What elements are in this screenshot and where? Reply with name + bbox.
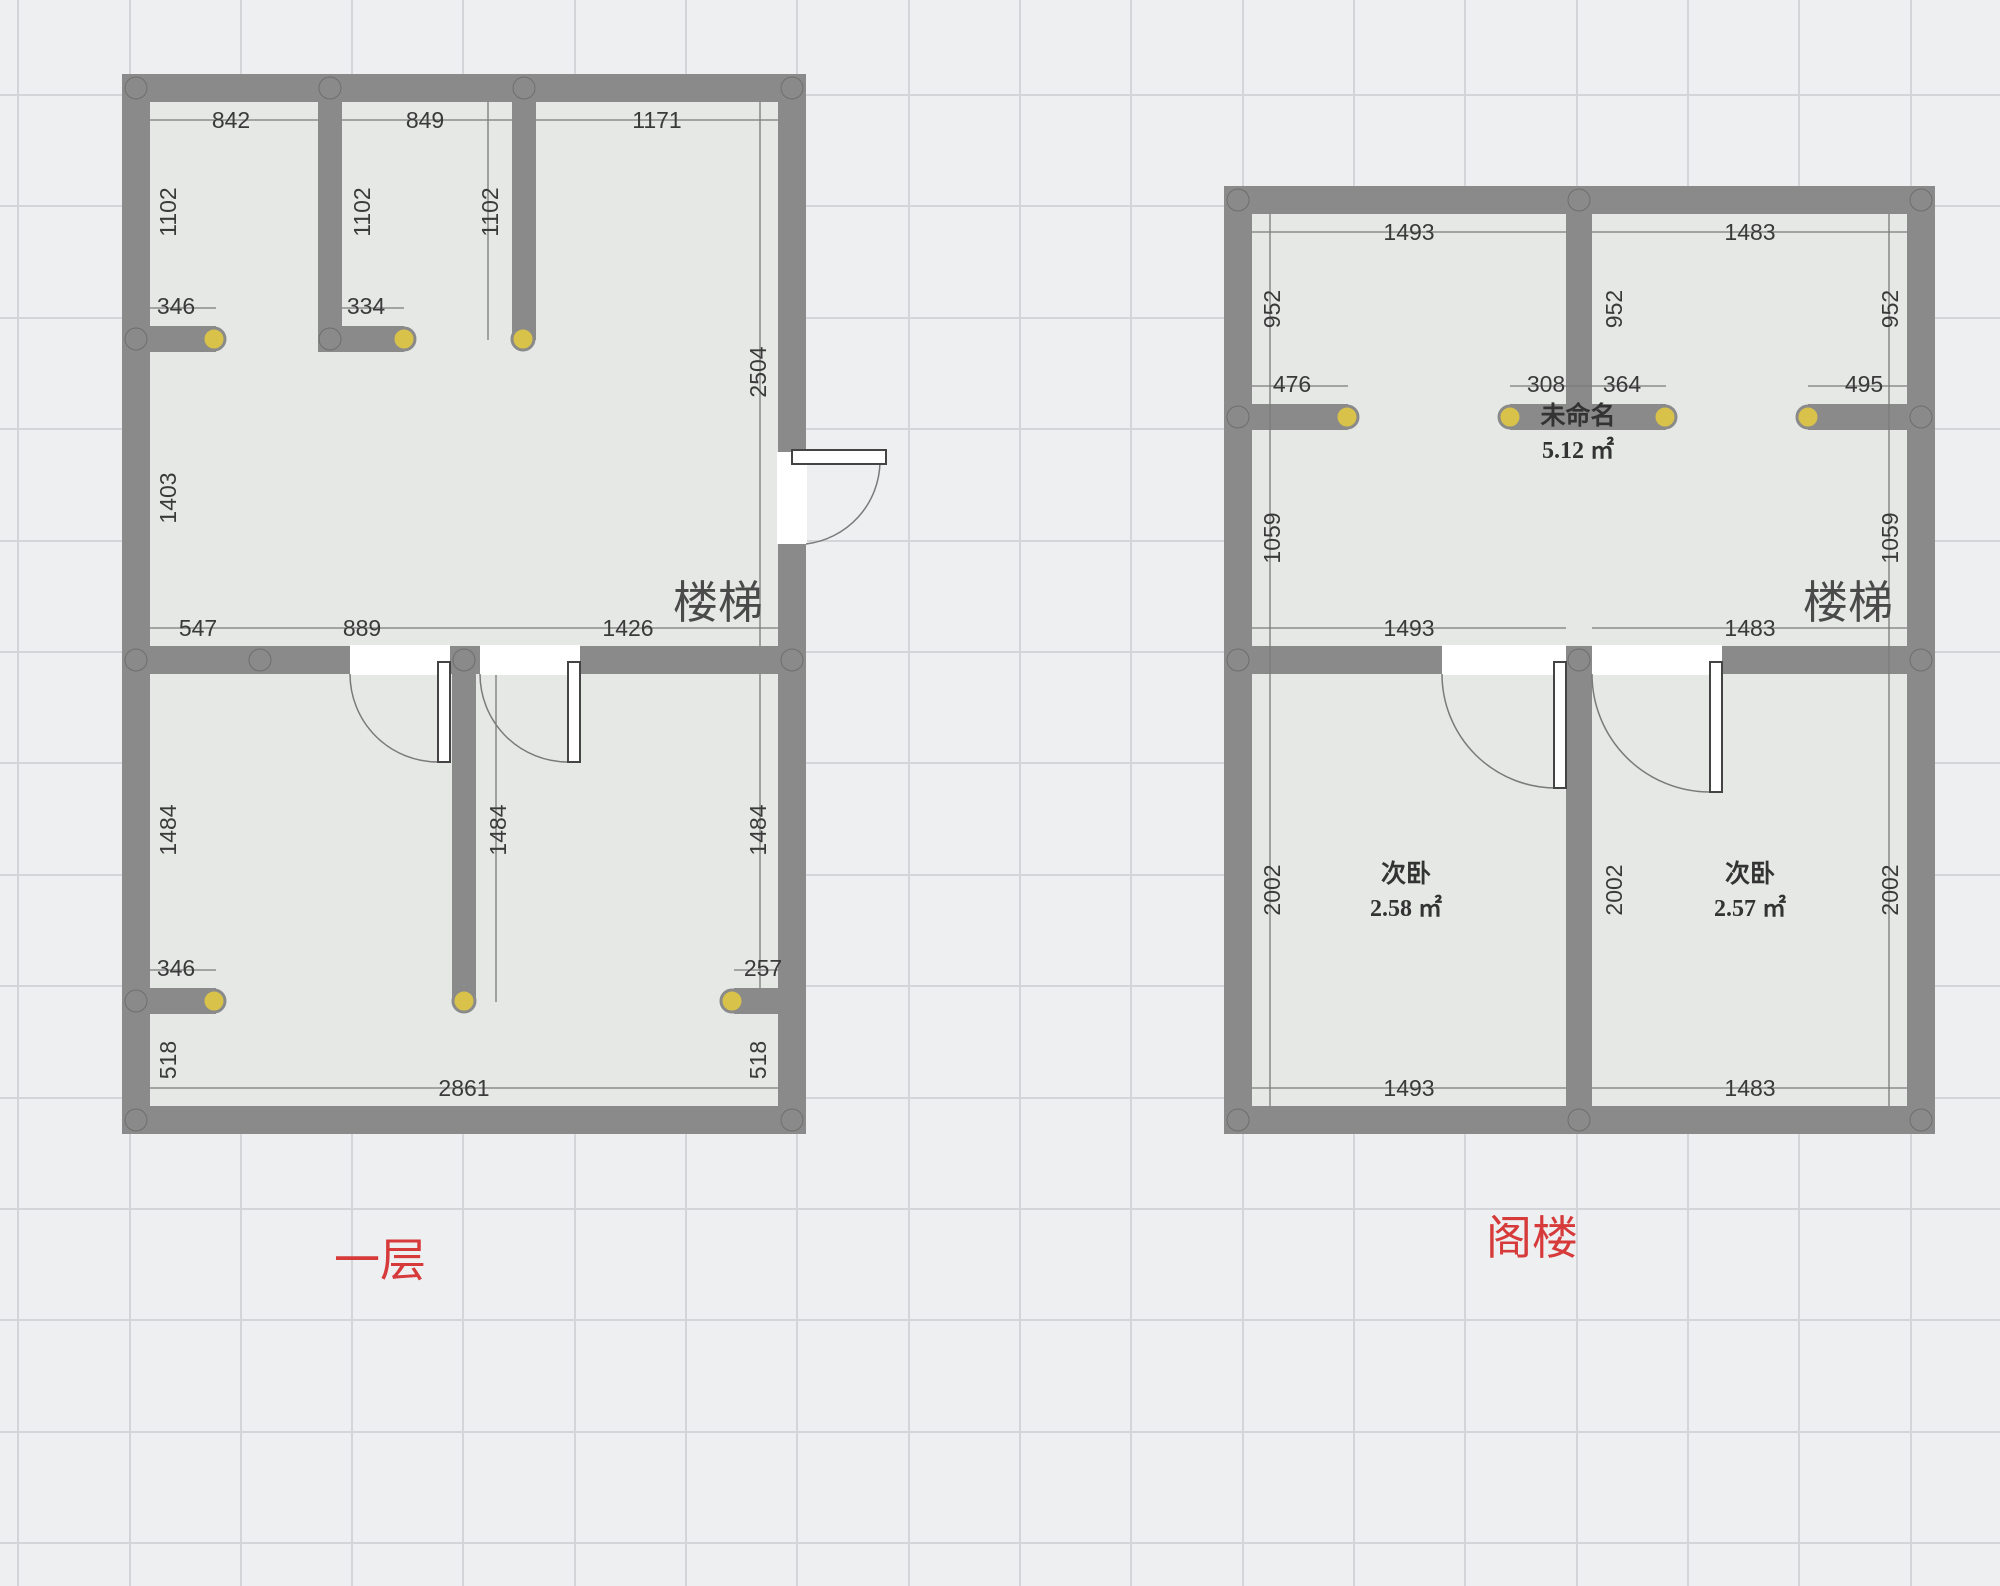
floor-label-ground: 一层 [334, 1233, 426, 1287]
dimension-label: 1059 [1877, 512, 1903, 563]
dimension-label: 889 [343, 615, 381, 641]
dimension-label: 1484 [155, 804, 181, 855]
dimension-label: 257 [744, 955, 782, 981]
dimension-label: 1426 [602, 615, 653, 641]
dimension-label: 849 [406, 107, 444, 133]
dimension-label: 1102 [155, 187, 181, 236]
ground-floor-dimension-labels: 842 849 1171 1102 1102 1102 346 334 2504… [155, 107, 782, 1101]
attic-floor-column-markers [1226, 188, 1933, 1132]
room-secondary-bedroom-right[interactable]: 次卧 2.57 ㎡ [1714, 859, 1786, 922]
dimension-label: 518 [155, 1041, 181, 1079]
stair-label: 楼梯 [673, 576, 763, 629]
dimension-label: 1484 [485, 804, 511, 855]
dimension-label: 1102 [477, 187, 503, 236]
attic-floor-plan[interactable]: 1493 1483 952 952 952 476 308 364 495 10… [1224, 186, 1935, 1134]
dimension-label: 2002 [1877, 864, 1903, 915]
dimension-label: 1403 [155, 472, 181, 523]
dimension-label: 1102 [349, 187, 375, 236]
dimension-label: 2861 [438, 1075, 489, 1101]
dimension-label: 1483 [1724, 1075, 1775, 1101]
dimension-label: 1483 [1724, 219, 1775, 245]
room-area: 2.58 ㎡ [1370, 894, 1442, 922]
ground-floor-walls [122, 74, 806, 1134]
dimension-label: 842 [212, 107, 250, 133]
dimension-label: 2002 [1259, 864, 1285, 915]
attic-floor-dimension-lines [1252, 214, 1907, 1106]
dimension-label: 1171 [632, 107, 681, 133]
room-name: 未命名 [1540, 401, 1615, 430]
room-name: 次卧 [1725, 859, 1775, 888]
dimension-label: 518 [745, 1041, 771, 1079]
dimension-label: 2002 [1601, 864, 1627, 915]
dimension-label: 1493 [1383, 219, 1434, 245]
dimension-label: 346 [157, 955, 195, 981]
ground-floor-plan[interactable]: 842 849 1171 1102 1102 1102 346 334 2504… [122, 74, 887, 1134]
dimension-label: 364 [1603, 371, 1642, 397]
dimension-label: 952 [1877, 290, 1903, 328]
floor-label-attic: 阁楼 [1486, 1211, 1578, 1265]
dimension-label: 1493 [1383, 1075, 1434, 1101]
attic-floor-dimension-labels: 1493 1483 952 952 952 476 308 364 495 10… [1259, 219, 1903, 1101]
room-area: 5.12 ㎡ [1542, 436, 1614, 464]
dimension-label: 476 [1273, 371, 1311, 397]
ground-floor-dimension-lines [150, 102, 778, 1089]
dimension-label: 952 [1259, 290, 1285, 328]
dimension-label: 2504 [745, 346, 771, 397]
attic-floor-doors[interactable] [1441, 645, 1723, 793]
room-area: 2.57 ㎡ [1714, 894, 1786, 922]
dimension-label: 346 [157, 293, 195, 319]
dimension-label: 1493 [1383, 615, 1434, 641]
ground-floor-doors[interactable] [349, 449, 887, 763]
dimension-label: 1484 [745, 804, 771, 855]
dimension-label: 308 [1527, 371, 1565, 397]
dimension-label: 334 [347, 293, 386, 319]
room-secondary-bedroom-left[interactable]: 次卧 2.58 ㎡ [1370, 859, 1442, 922]
stair-label: 楼梯 [1803, 576, 1893, 629]
room-unnamed[interactable]: 未命名 5.12 ㎡ [1540, 401, 1615, 464]
room-name: 次卧 [1381, 859, 1431, 888]
dimension-label: 547 [179, 615, 217, 641]
dimension-label: 952 [1601, 290, 1627, 328]
dimension-label: 495 [1845, 371, 1883, 397]
ground-floor-column-markers [124, 76, 804, 1132]
dimension-label: 1483 [1724, 615, 1775, 641]
dimension-label: 1059 [1259, 512, 1285, 563]
